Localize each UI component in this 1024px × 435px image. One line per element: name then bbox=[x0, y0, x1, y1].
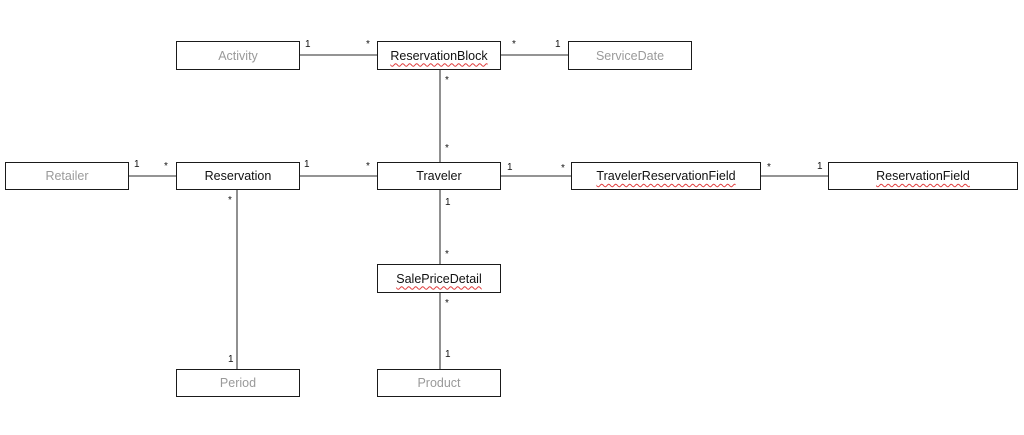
class-product[interactable]: Product bbox=[377, 369, 501, 397]
class-servicedate-label: ServiceDate bbox=[595, 48, 665, 63]
multiplicity-reservationblock-servicedate-to: 1 bbox=[555, 39, 561, 50]
multiplicity-activity-reservationblock-from: 1 bbox=[305, 39, 311, 50]
class-reservationfield-label: ReservationField bbox=[876, 169, 970, 183]
multiplicity-traveler-travelerreservationfield-to: * bbox=[561, 163, 565, 174]
multiplicity-retailer-reservation-to: * bbox=[164, 161, 168, 172]
class-retailer-label: Retailer bbox=[45, 169, 89, 183]
class-activity-label: Activity bbox=[218, 48, 258, 63]
class-reservation[interactable]: Reservation bbox=[176, 162, 300, 190]
class-servicedate[interactable]: ServiceDate bbox=[568, 41, 692, 70]
class-reservation-label: Reservation bbox=[204, 169, 272, 183]
multiplicity-reservation-traveler-from: 1 bbox=[304, 159, 310, 170]
multiplicity-reservation-period-to: 1 bbox=[228, 354, 234, 365]
multiplicity-traveler-salepricedetail-to: * bbox=[445, 249, 449, 260]
multiplicity-reservationblock-traveler-from: * bbox=[445, 75, 449, 86]
multiplicity-reservationblock-traveler-to: * bbox=[445, 143, 449, 154]
multiplicity-travelerreservationfield-reservationfield-from: * bbox=[767, 162, 771, 173]
class-traveler[interactable]: Traveler bbox=[377, 162, 501, 190]
class-activity[interactable]: Activity bbox=[176, 41, 300, 70]
class-period-label: Period bbox=[219, 376, 257, 390]
class-traveler-label: Traveler bbox=[416, 169, 462, 183]
class-product-label: Product bbox=[417, 376, 461, 390]
class-reservationblock[interactable]: ReservationBlock bbox=[377, 41, 501, 70]
class-salepricedetail-label: SalePriceDetail bbox=[396, 271, 482, 286]
class-travelerreservationfield-label: TravelerReservationField bbox=[596, 169, 736, 183]
multiplicity-traveler-salepricedetail-from: 1 bbox=[445, 197, 451, 208]
multiplicity-reservation-traveler-to: * bbox=[366, 161, 370, 172]
multiplicity-traveler-travelerreservationfield-from: 1 bbox=[507, 162, 513, 173]
class-salepricedetail[interactable]: SalePriceDetail bbox=[377, 264, 501, 293]
class-travelerreservationfield[interactable]: TravelerReservationField bbox=[571, 162, 761, 190]
class-retailer[interactable]: Retailer bbox=[5, 162, 129, 190]
class-reservationblock-label: ReservationBlock bbox=[390, 48, 488, 63]
class-reservationfield[interactable]: ReservationField bbox=[828, 162, 1018, 190]
multiplicity-reservationblock-servicedate-from: * bbox=[512, 39, 516, 50]
multiplicity-retailer-reservation-from: 1 bbox=[134, 159, 140, 170]
multiplicity-salepricedetail-product-from: * bbox=[445, 298, 449, 309]
multiplicity-reservation-period-from: * bbox=[228, 195, 232, 206]
class-period[interactable]: Period bbox=[176, 369, 300, 397]
multiplicity-salepricedetail-product-to: 1 bbox=[445, 349, 451, 360]
multiplicity-activity-reservationblock-to: * bbox=[366, 39, 370, 50]
multiplicity-travelerreservationfield-reservationfield-to: 1 bbox=[817, 161, 823, 172]
